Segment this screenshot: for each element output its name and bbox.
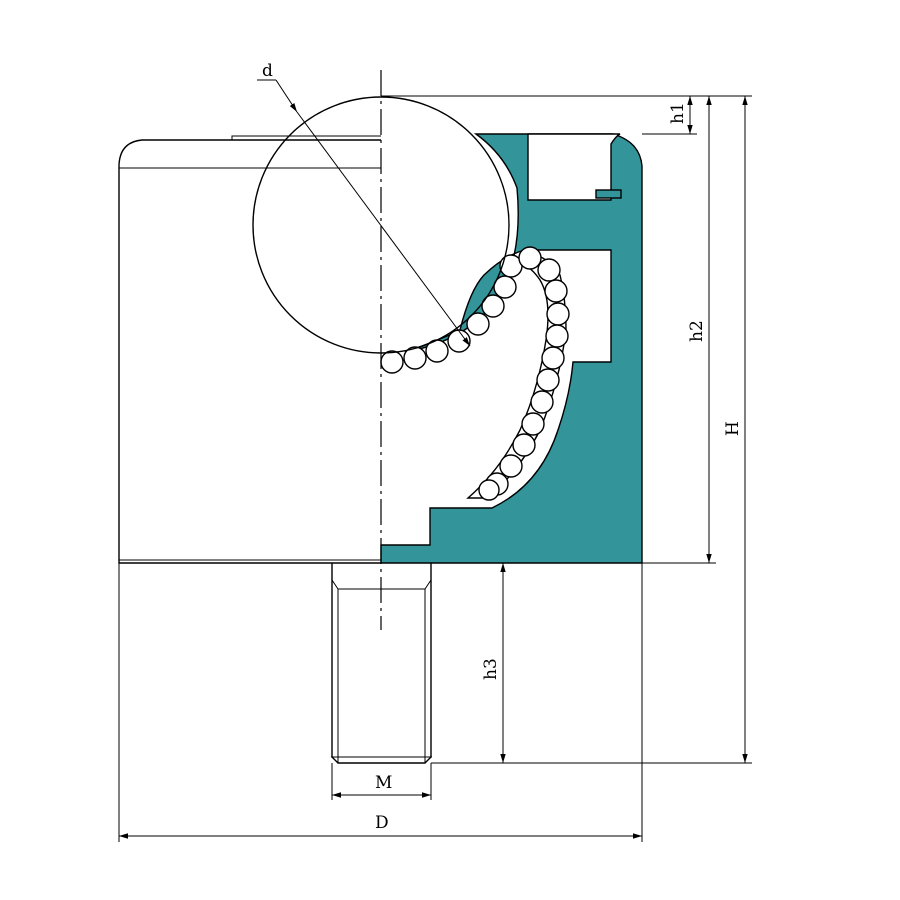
support-ball [545, 324, 569, 348]
support-ball [541, 346, 565, 370]
cover-slot [527, 133, 621, 201]
dim-H-label: H [723, 421, 743, 436]
dim-d-label: d [262, 61, 273, 81]
support-ball [466, 312, 490, 336]
dim-D: D [119, 813, 642, 839]
support-ball [512, 433, 536, 457]
support-ball [546, 302, 570, 326]
support-ball [447, 329, 471, 353]
dim-h1: h1 [668, 96, 693, 134]
dim-M: M [332, 773, 431, 798]
support-ball [403, 346, 427, 370]
support-ball [481, 294, 505, 318]
support-ball [537, 258, 561, 282]
dim-d: d [257, 61, 471, 347]
support-ball [499, 454, 523, 478]
support-ball [521, 412, 545, 436]
support-ball [478, 479, 500, 501]
dim-h3: h3 [481, 563, 506, 763]
support-ball [530, 390, 554, 414]
support-balls [380, 246, 570, 501]
extension-lines [118, 95, 752, 842]
retaining-clip [595, 189, 622, 199]
dim-h2: h2 [687, 96, 712, 563]
dim-h1-label: h1 [668, 102, 688, 124]
dim-H: H [723, 96, 748, 763]
exterior-view [118, 135, 381, 564]
threaded-stud [331, 563, 432, 764]
dim-h3-label: h3 [481, 658, 501, 680]
support-ball [380, 350, 404, 374]
dim-M-label: M [375, 773, 392, 793]
dim-D-label: D [375, 813, 389, 833]
support-ball [536, 368, 560, 392]
support-ball [544, 279, 568, 303]
support-ball [518, 246, 542, 270]
dim-h2-label: h2 [687, 320, 707, 342]
